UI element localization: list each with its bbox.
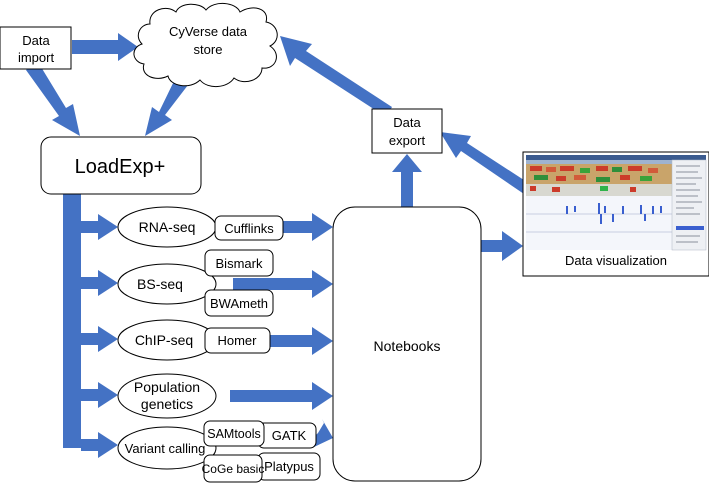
arrow-notebooks-to-viz [481,231,523,261]
data-visualization-label: Data visualization [565,253,667,268]
coge-basic-label: CoGe basic [202,462,265,476]
arrow-trunk-to-chipseq [81,326,118,352]
loadexp-label: LoadExp+ [75,156,166,178]
arrow-trunk-to-rnaseq [81,214,118,240]
popgen-label-line2: genetics [141,396,193,412]
data-import-box [0,26,72,70]
data-export-label-line2: export [389,133,426,148]
arrow-bsseq-to-notebooks [233,270,333,298]
samtools-box [203,420,265,447]
arrow-trunk-to-bsseq [81,270,118,296]
arrow-cyverse-to-loadexp [145,77,188,136]
bwameth-label: BWAmeth [210,296,268,311]
platypus-label: Platypus [264,459,314,474]
arrow-homer-to-notebooks [270,327,333,355]
popgen-node [117,373,217,419]
data-import-label-line2: import [18,50,55,65]
bsseq-node [117,263,217,305]
data-export-label-line1: Data [393,115,421,130]
notebooks-label: Notebooks [374,338,441,354]
homer-box [204,327,271,354]
arrow-trunk-to-variant [81,432,118,458]
bismark-box [204,249,274,277]
arrow-notebooks-to-export [392,154,422,207]
gatk-label: GATK [272,428,307,443]
visualization-thumbnail [526,155,707,251]
bismark-label: Bismark [216,256,263,271]
data-import-label-line1: Data [22,33,50,48]
samtools-label: SAMtools [207,427,261,441]
variant-label: Variant calling [125,441,206,456]
cyverse-label-line1: CyVerse data [169,24,248,39]
arrow-trunk-to-popgen [81,382,118,408]
rnaseq-label: RNA-seq [139,219,196,235]
arrow-cufflinks-to-notebooks [283,213,333,241]
arrow-import-to-cyverse [72,33,138,61]
chipseq-label: ChIP-seq [135,332,193,348]
cyverse-cloud-shape [133,3,278,87]
arrow-popgen-to-notebooks [230,382,333,410]
cyverse-label-line2: store [194,42,223,57]
loadexp-box [40,136,202,195]
coge-basic-box [203,454,263,483]
arrow-import-to-loadexp [26,62,80,136]
homer-label: Homer [217,333,257,348]
trunk-vertical [63,194,81,448]
data-export-box [371,108,443,154]
cufflinks-box [214,215,284,241]
arrow-viz-to-export [440,132,530,194]
popgen-label-line1: Population [134,379,200,395]
bwameth-box [204,289,274,317]
variant-node [117,426,217,470]
arrow-export-to-cyverse [280,36,392,117]
notebooks-box [332,206,482,482]
bsseq-label: BS-seq [137,276,183,292]
cufflinks-label: Cufflinks [224,221,274,236]
